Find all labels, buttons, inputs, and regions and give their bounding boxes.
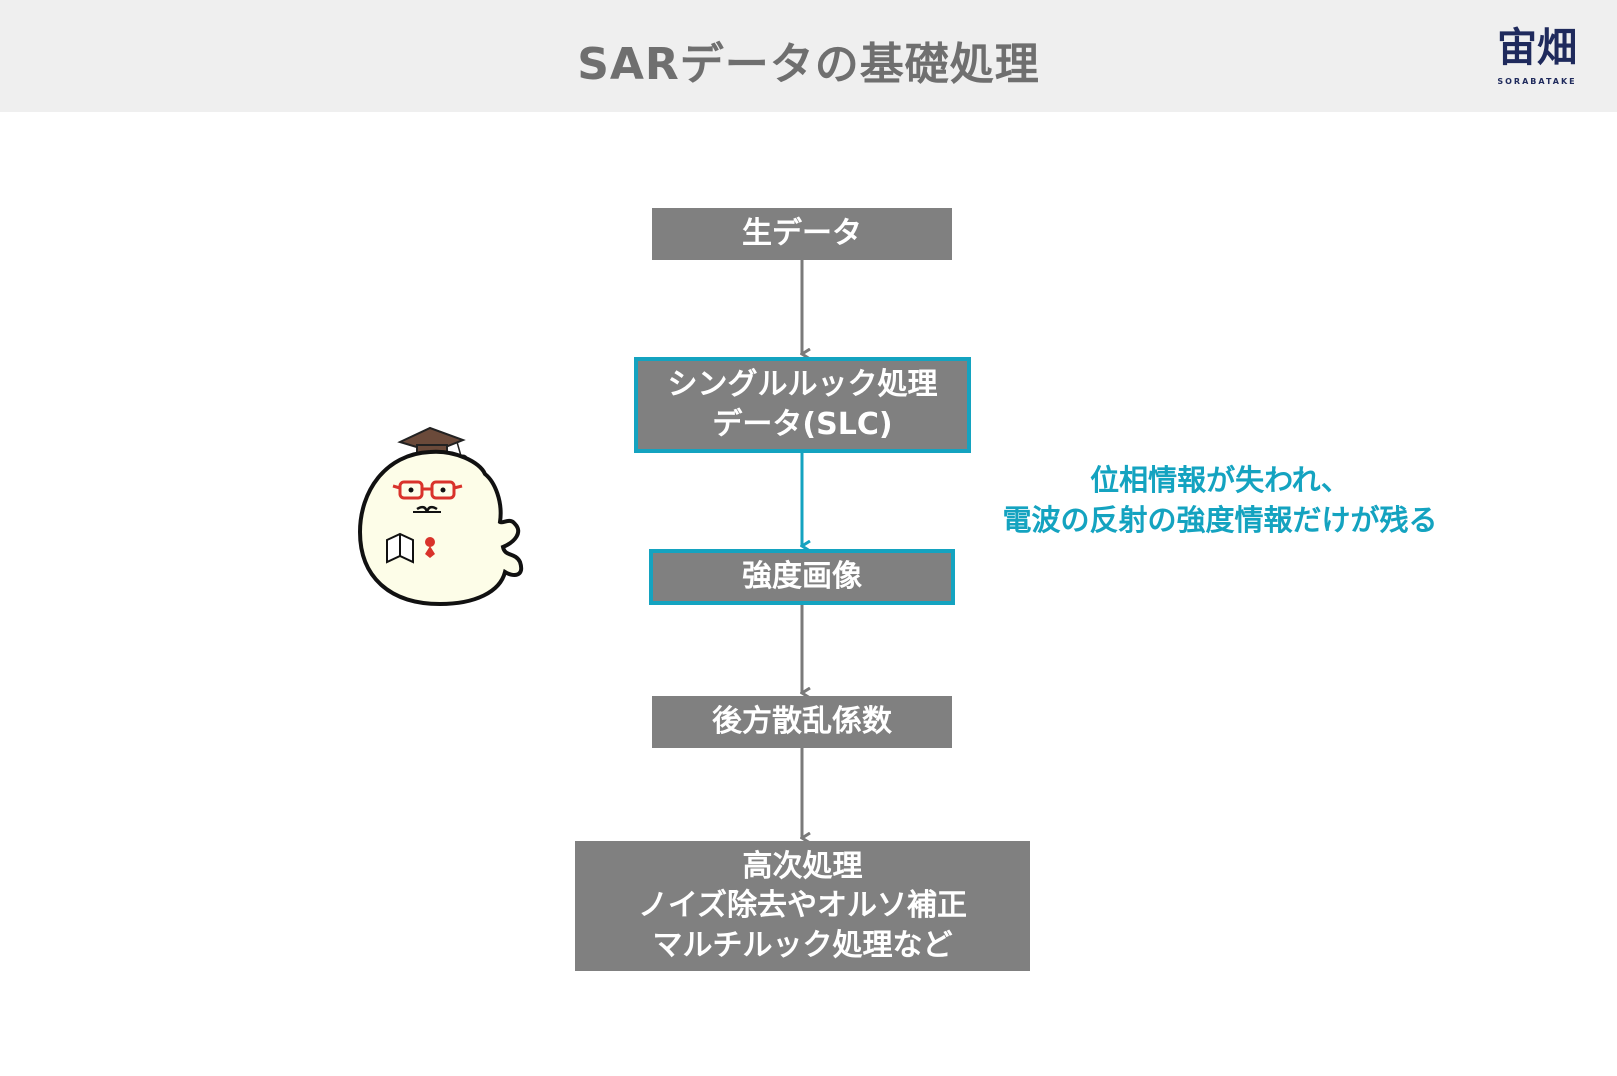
node-backscatter-coefficient: 後方散乱係数 (652, 696, 952, 748)
node-intensity-image-label: 強度画像 (742, 559, 862, 595)
node-slc-data-label: シングルルック処理 データ(SLC) (667, 367, 938, 442)
node-raw-data: 生データ (652, 208, 952, 260)
node-slc-data: シングルルック処理 データ(SLC) (634, 357, 971, 453)
node-raw-data-label: 生データ (742, 216, 862, 252)
phase-loss-annotation: 位相情報が失われ、 電波の反射の強度情報だけが残る (1002, 463, 1438, 537)
page-title: SARデータの基礎処理 (577, 39, 1040, 90)
node-intensity-image: 強度画像 (649, 549, 955, 605)
header-bar (0, 0, 1617, 112)
node-backscatter-coefficient-label: 後方散乱係数 (712, 704, 892, 740)
logo-text: 宙畑 (1497, 25, 1577, 71)
node-advanced-processing-label: 高次処理 ノイズ除去やオルソ補正 マルチルック処理など (637, 848, 968, 963)
node-advanced-processing: 高次処理 ノイズ除去やオルソ補正 マルチルック処理など (575, 841, 1030, 971)
sorabatake-logo: 宙畑 SORABATAKE (1484, 22, 1590, 92)
mascot-illustration (357, 426, 524, 607)
logo-subtext: SORABATAKE (1497, 77, 1577, 86)
